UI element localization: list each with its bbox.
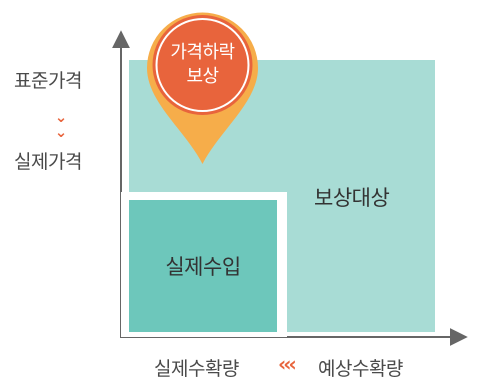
actual-income-label: 실제수입 <box>165 255 241 279</box>
compensation-target-label: 보상대상 <box>314 186 390 210</box>
expected-yield-label: 예상수확량 <box>318 358 403 380</box>
actual-income-region: 실제수입 <box>129 200 277 332</box>
marker-line1: 가격하락 <box>170 42 235 63</box>
price-drop-marker: 가격하락 보상 <box>139 6 266 168</box>
marker-line2: 보상 <box>186 66 219 87</box>
double-chevron-down-icon: ⌄⌄ <box>54 108 68 141</box>
double-chevron-left-icon: ‹‹‹ <box>278 352 297 376</box>
actual-yield-label: 실제수확량 <box>154 358 239 380</box>
standard-price-label: 표준가격 <box>14 70 82 92</box>
actual-price-label: 실제가격 <box>14 151 82 173</box>
map-pin-icon <box>147 12 258 165</box>
